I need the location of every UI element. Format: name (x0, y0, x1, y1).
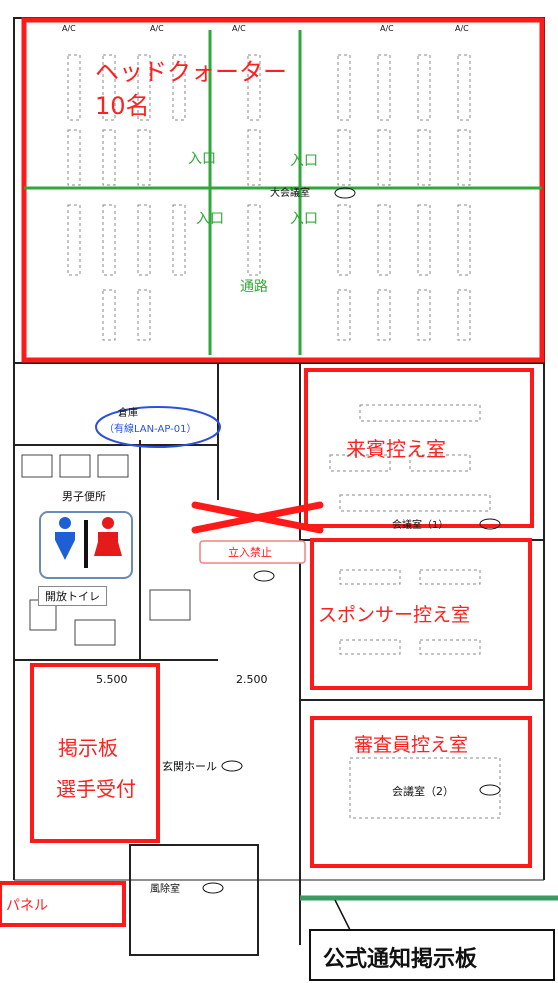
judges-room-label: 審査員控え室 (354, 734, 469, 756)
windbreak-label: 風除室 (150, 884, 180, 895)
storage-name: 倉庫 (118, 408, 138, 419)
official-board-box (309, 929, 555, 981)
entrance-label: 入口 (188, 151, 216, 167)
aisle-lines (24, 30, 542, 355)
judges-room-zone (310, 716, 532, 868)
ac-tag: A/C (150, 24, 164, 33)
no-entry-label: 立入禁止 (228, 546, 272, 559)
ac-tag: A/C (380, 24, 394, 33)
sponsor-room-zone (310, 538, 532, 690)
hall-tables (67, 54, 501, 819)
ac-tag: A/C (62, 24, 76, 33)
headquarters-zone (21, 17, 545, 363)
ac-tag: A/C (455, 24, 469, 33)
meeting-room-1-label: 会議室（1） (392, 520, 449, 531)
entrance-label: 入口 (196, 211, 224, 227)
vip-room-label: 来賓控え室 (346, 437, 446, 461)
headquarters-count: 10名 (95, 92, 150, 120)
bulletin-zone (30, 663, 160, 843)
sponsor-room-label: スポンサー控え室 (318, 604, 471, 626)
official-board-label: 公式通知掲示板 (323, 947, 478, 972)
room-markers (202, 187, 501, 894)
ap-marker (95, 406, 221, 448)
entrance-label: 入口 (290, 211, 318, 227)
dimension-left: 5.500 (96, 673, 128, 686)
aisle-label: 通路 (240, 279, 268, 295)
entrance-label: 入口 (290, 153, 318, 169)
vip-room-zone (304, 368, 534, 528)
meeting-room-2-label: 会議室（2） (392, 785, 454, 798)
great-hall-name: 大会議室 (270, 188, 310, 199)
open-toilet-label: 開放トイレ (38, 586, 107, 606)
ap-label: （有線LAN-AP-01） (104, 424, 197, 435)
panel-zone (0, 881, 126, 927)
entrance-hall-label: 玄関ホール (162, 760, 217, 773)
headquarters-title: ヘッドクォーター (95, 58, 287, 86)
restroom-pictogram (39, 511, 133, 579)
no-entry-cross (191, 501, 324, 534)
male-restroom-label: 男子便所 (62, 490, 106, 503)
building-walls (13, 17, 545, 956)
reception-label: 選手受付 (56, 777, 136, 801)
no-entry-sign (199, 540, 306, 564)
dimension-right: 2.500 (236, 673, 268, 686)
panel-label: パネル (6, 898, 48, 914)
callout-pointer (334, 899, 420, 931)
bulletin-label: 掲示板 (58, 736, 118, 760)
ac-tag: A/C (232, 24, 246, 33)
restroom-fixtures (21, 454, 191, 646)
